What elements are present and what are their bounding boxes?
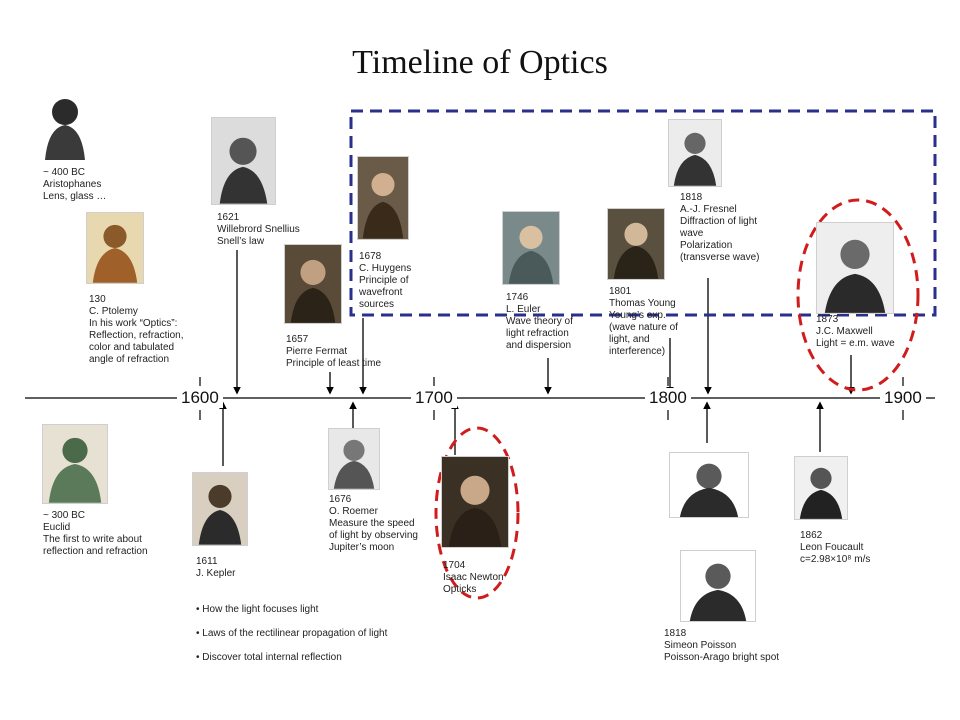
portrait-icon — [362, 173, 404, 239]
portrait-newton — [441, 456, 509, 548]
portrait-young — [607, 208, 665, 280]
list-item: Discover total internal reflection — [196, 652, 436, 664]
axis-label-1600: 1600 — [177, 388, 223, 408]
portrait-icon — [48, 437, 102, 503]
portrait-icon — [613, 222, 659, 279]
portrait-euler — [502, 211, 560, 285]
portrait-kepler — [192, 472, 248, 546]
list-item: Laws of the rectilinear propagation of l… — [196, 628, 436, 640]
portrait-aristophanes — [40, 92, 90, 160]
axis-label-1800: 1800 — [645, 388, 691, 408]
portrait-icon — [508, 225, 554, 284]
portrait-icon — [824, 239, 886, 313]
list-item: How the light focuses light — [196, 604, 436, 616]
portrait-euclid — [42, 424, 108, 504]
portrait-foucault — [794, 456, 848, 520]
portrait-icon — [333, 439, 375, 489]
portrait-icon — [219, 137, 268, 204]
portrait-maxwell — [816, 222, 894, 314]
portrait-snellius — [211, 117, 276, 205]
axis-label-1700: 1700 — [411, 388, 457, 408]
portrait-icon — [198, 484, 242, 545]
newton-highlight-circle — [434, 426, 520, 600]
portrait-icon — [45, 99, 85, 160]
portrait-icon — [448, 475, 502, 547]
portrait-poisson-top — [669, 452, 749, 518]
portrait-icon — [92, 224, 138, 283]
axis-ticks — [199, 377, 904, 420]
kepler-contributions-list: How the light focuses light Laws of the … — [196, 592, 436, 676]
portrait-fresnel — [668, 119, 722, 187]
portrait-huygens — [357, 156, 409, 240]
event-connectors — [219, 250, 855, 466]
portrait-icon — [799, 467, 843, 519]
page-title: Timeline of Optics — [352, 44, 608, 81]
portrait-poisson — [680, 550, 756, 622]
portrait-icon — [290, 259, 336, 323]
portrait-fermat — [284, 244, 342, 324]
portrait-ptolemy — [86, 212, 144, 284]
axis-label-1900: 1900 — [880, 388, 926, 408]
maxwell-highlight-circle — [796, 198, 920, 392]
wave-optics-highlight-box — [349, 109, 937, 317]
portrait-roemer — [328, 428, 380, 490]
portrait-icon — [689, 563, 747, 621]
portrait-icon — [679, 463, 739, 517]
portrait-icon — [673, 132, 717, 186]
